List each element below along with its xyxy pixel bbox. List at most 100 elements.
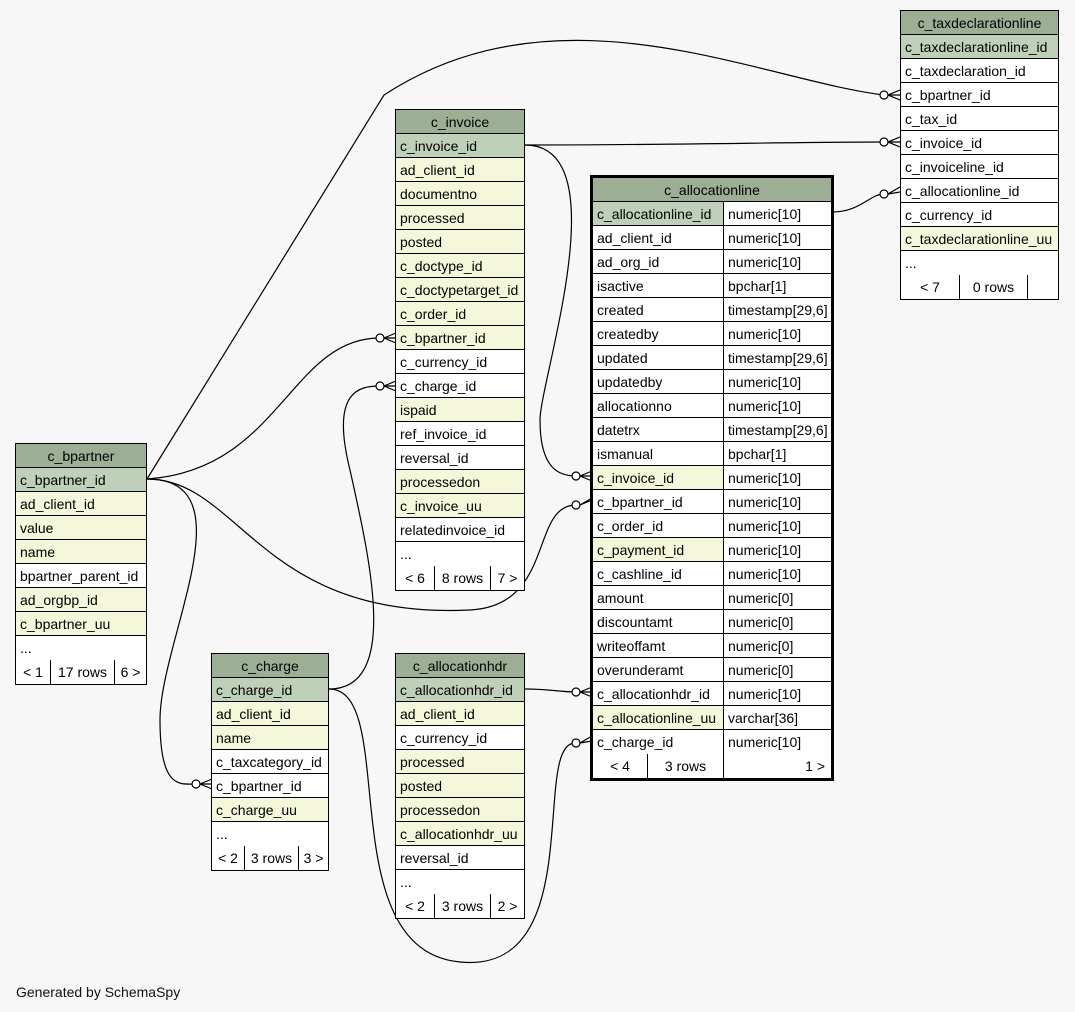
column-row[interactable]: ispaid (396, 398, 524, 422)
column-row[interactable]: ad_client_id (396, 702, 524, 726)
column-row[interactable]: c_bpartner_id (16, 468, 146, 492)
column-row[interactable]: value (16, 516, 146, 540)
column-row[interactable]: processedon (396, 798, 524, 822)
column-row[interactable]: documentno (396, 182, 524, 206)
next-link[interactable]: 1 > (723, 754, 831, 778)
column-row[interactable]: posted (396, 230, 524, 254)
column-row[interactable]: bpartner_parent_id (16, 564, 146, 588)
column-row[interactable]: name (16, 540, 146, 564)
column-row[interactable]: c_allocationhdr_uu (396, 822, 524, 846)
column-row[interactable]: c_currency_id (901, 203, 1058, 227)
column-row[interactable]: c_invoice_id (901, 131, 1058, 155)
column-row[interactable]: ad_client_id (16, 492, 146, 516)
column-row[interactable]: ... (396, 870, 524, 894)
column-row[interactable]: processed (396, 750, 524, 774)
column-row[interactable]: name (212, 726, 328, 750)
column-row[interactable]: c_bpartner_id (901, 83, 1058, 107)
table-title[interactable]: c_charge (212, 654, 328, 678)
column-row[interactable]: reversal_id (396, 446, 524, 470)
table-title[interactable]: c_allocationline (593, 178, 831, 202)
column-row[interactable]: ref_invoice_id (396, 422, 524, 446)
column-row[interactable]: processedon (396, 470, 524, 494)
table-title[interactable]: c_invoice (396, 110, 524, 134)
prev-link[interactable]: < 7 (920, 279, 940, 295)
prev-link[interactable]: < 4 (610, 758, 630, 774)
column-row[interactable]: c_charge_uu (212, 798, 328, 822)
table-title[interactable]: c_allocationhdr (396, 654, 524, 678)
column-row[interactable]: posted (396, 774, 524, 798)
prev-link[interactable]: < 2 (405, 898, 425, 914)
edge-allocationline-taxdeclarationline (831, 193, 885, 213)
column-row[interactable]: c_invoice_uu (396, 494, 524, 518)
column-row[interactable]: c_tax_id (901, 107, 1058, 131)
column-row[interactable]: ad_client_id (212, 702, 328, 726)
next-link[interactable] (1027, 275, 1058, 299)
column-row[interactable]: c_taxdeclarationline_id (901, 35, 1058, 59)
column-row[interactable]: c_allocationline_id (901, 179, 1058, 203)
next-link[interactable]: 2 > (490, 894, 524, 918)
column-row[interactable]: c_taxdeclaration_id (901, 59, 1058, 83)
column-row[interactable]: c_charge_id (396, 374, 524, 398)
next-link[interactable]: 6 > (114, 660, 146, 684)
column-row[interactable]: relatedinvoice_id (396, 518, 524, 542)
column-row[interactable]: reversal_id (396, 846, 524, 870)
column-row[interactable]: c_bpartner_id (396, 326, 524, 350)
table-title[interactable]: c_taxdeclarationline (901, 11, 1058, 35)
column-row[interactable]: c_order_id (396, 302, 524, 326)
column-row[interactable]: c_currency_id (396, 726, 524, 750)
next-link[interactable]: 3 > (298, 846, 328, 870)
column-row[interactable]: c_bpartner_id (212, 774, 328, 798)
column-row[interactable]: c_invoiceline_id (901, 155, 1058, 179)
prev-link[interactable]: < 2 (218, 850, 238, 866)
prev-link[interactable]: < 1 (23, 664, 43, 680)
column-row[interactable]: c_allocationhdr_id (396, 678, 524, 702)
table-c_taxdeclarationline[interactable]: c_taxdeclarationline c_taxdeclarationlin… (900, 10, 1059, 300)
column-row[interactable]: ... (16, 636, 146, 660)
column-row[interactable]: c_taxdeclarationline_uu (901, 227, 1058, 251)
column-row[interactable]: c_taxcategory_id (212, 750, 328, 774)
column-row[interactable]: ad_orgbp_id (16, 588, 146, 612)
table-title[interactable]: c_bpartner (16, 444, 146, 468)
column-row[interactable]: c_doctypetarget_id (396, 278, 524, 302)
column-row[interactable]: c_bpartner_uu (16, 612, 146, 636)
column-row[interactable]: ad_client_id (396, 158, 524, 182)
column-row[interactable]: ... (901, 251, 1058, 275)
column-row[interactable]: c_doctype_id (396, 254, 524, 278)
prev-link[interactable]: < 6 (405, 570, 425, 586)
column-row[interactable]: c_charge_id (212, 678, 328, 702)
column-row[interactable]: ... (396, 542, 524, 566)
column-row[interactable]: processed (396, 206, 524, 230)
next-link[interactable]: 7 > (490, 566, 524, 590)
column-row[interactable]: c_invoice_id (396, 134, 524, 158)
column-row[interactable]: ... (212, 822, 328, 846)
column-row[interactable]: c_currency_id (396, 350, 524, 374)
